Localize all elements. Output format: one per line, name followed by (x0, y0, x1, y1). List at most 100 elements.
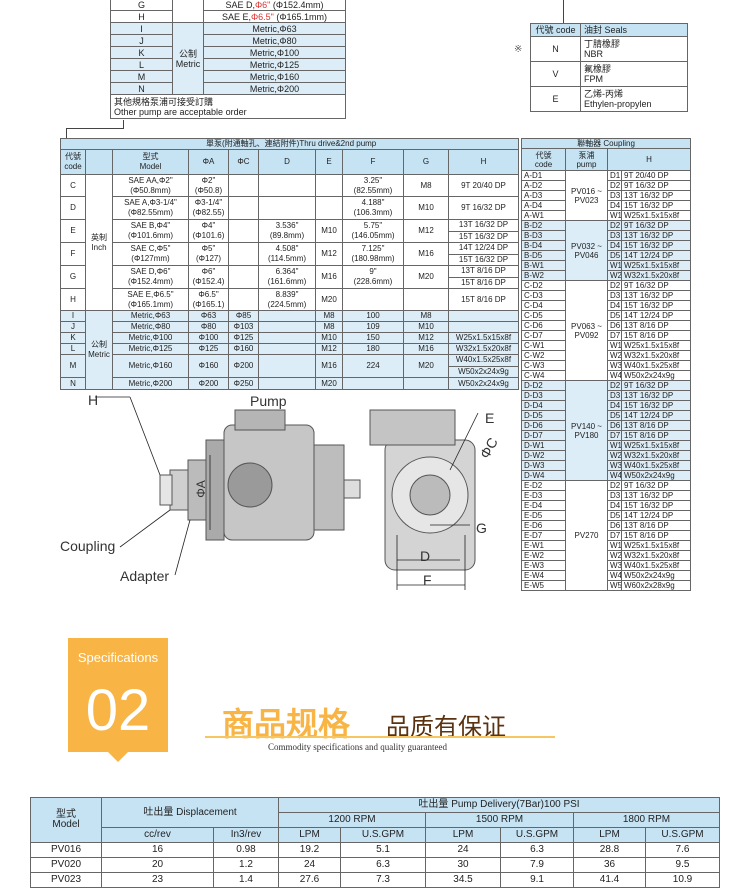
f-cell: 5.75"(146.05mm) (342, 219, 404, 243)
coupling-h-value: 15T 8/16 DP (621, 430, 691, 441)
cell-line: (Φ127) (195, 254, 222, 263)
cell-line: 100 (366, 311, 380, 321)
c-cell: Φ200 (228, 354, 259, 378)
model-cell: Metric,Φ63 (203, 22, 346, 35)
coupling-h-key: D4 (607, 500, 622, 511)
d-cell: 8.839"(224.5mm) (258, 288, 316, 311)
cell-line: (Φ165.1) (192, 299, 225, 309)
pump-side-view (159, 409, 361, 541)
cell-line: 公制 (178, 48, 197, 59)
cell-line: (89.8mm) (269, 231, 305, 240)
pump-dimension-diagram (95, 396, 479, 590)
coupling-h-value: W32x1.5x20x8f (621, 270, 691, 281)
cell-line: PV016 ~ (571, 186, 602, 196)
model-cell: SAE D,Φ6" (Φ152.4mm) (203, 0, 346, 11)
connector-line (66, 128, 67, 138)
unit-header: LPM (278, 827, 342, 843)
cell-line: 4.188" (361, 198, 385, 207)
f-cell: 9"(228.6mm) (342, 265, 404, 289)
coupling-code: B-W2 (521, 270, 566, 281)
cell-line: 7.125" (361, 244, 385, 253)
value-cell: 1.4 (212, 872, 280, 888)
seal-name-en: FPM (584, 74, 603, 84)
coupling-code: E-W2 (521, 550, 566, 561)
model-text: SAE E, (221, 11, 251, 22)
e-cell: M12 (315, 343, 343, 355)
coupling-h-value: W40x1.5x25x8f (621, 560, 691, 571)
coupling-h-key: D2 (607, 280, 622, 291)
section-title-orange: 商品规格 (222, 706, 351, 742)
coupling-h-key: D3 (607, 230, 622, 241)
coupling-code: C-W4 (521, 370, 566, 381)
coupling-code: D-W1 (521, 440, 566, 451)
seals-header-seals: 油封 Seals (580, 23, 688, 37)
f-cell: 109 (342, 321, 404, 333)
cell-line: Φ125 (233, 333, 254, 343)
coupling-h-value: 15T 16/32 DP (621, 240, 691, 251)
cell-line: (Φ82.55mm) (127, 208, 174, 217)
cell-line: Φ160 (233, 344, 254, 354)
model-cell: Metric,Φ125 (112, 343, 189, 355)
cell-line: 3.536" (275, 221, 299, 230)
cell-line: Φ5" (201, 244, 216, 253)
coupling-h-value: W60x2x28x9g (621, 580, 691, 591)
seal-marker: ※ (514, 44, 523, 55)
cell-line: 9" (369, 267, 377, 276)
cell-line: PV063 ~ (571, 321, 602, 331)
cell-line: Φ3-1/4" (194, 198, 223, 207)
h-value: W50x2x24x9g (449, 365, 518, 377)
a-cell: Φ63 (188, 310, 229, 322)
model-cell: PV016 (30, 842, 102, 858)
code-cell: C (60, 174, 86, 197)
coupling-h-key: D7 (607, 530, 622, 541)
coupling-h-value: 9T 16/32 DP (621, 480, 691, 491)
model-cell: Metric,Φ125 (203, 58, 346, 71)
cell-line: Metric (175, 58, 201, 69)
coupling-h-key: W2 (607, 450, 622, 461)
cell-line: Φ125 (198, 344, 219, 354)
model-cell: SAE C,Φ5"(Φ127mm) (112, 242, 189, 266)
unit-header: In3/rev (212, 827, 280, 843)
value-cell: 16 (101, 842, 214, 858)
model-cell: Metric,Φ100 (112, 332, 189, 344)
cell-line: M8 (420, 311, 432, 321)
coupling-h-key: W1 (607, 440, 622, 451)
coupling-pump: PV016 ~PV023 (565, 170, 608, 221)
header-displacement: 吐出量 Displacement (100, 797, 280, 828)
model-cell: Metric,Φ63 (112, 310, 189, 322)
coupling-code: E-D4 (521, 500, 566, 511)
cell-line: M12 (321, 344, 337, 354)
coupling-h-key: D4 (607, 240, 622, 251)
coupling-header-h: H (607, 148, 691, 171)
coupling-code: D-D5 (521, 410, 566, 421)
coupling-code: E-W1 (521, 540, 566, 551)
e-cell: M12 (315, 242, 343, 266)
coupling-h-key: D2 (607, 380, 622, 391)
value-cell: 28.8 (573, 842, 647, 858)
section-subtitle: Commodity specifications and quality gua… (268, 742, 447, 752)
header-c: ΦC (228, 149, 259, 175)
h-value: 13T 16/32 DP (458, 220, 509, 230)
seal-name-en: Ethylen-propylen (584, 99, 652, 109)
cell-line: Φ160 (198, 361, 219, 370)
cell-line: M20 (418, 361, 434, 370)
a-cell: Φ125 (188, 343, 229, 355)
cell-line: PV032 ~ (571, 241, 602, 251)
code-cell: K (60, 332, 86, 344)
model-cell: Metric,Φ160 (112, 354, 189, 378)
seal-name-en: NBR (584, 49, 604, 59)
cell-line: SAE B,Φ4" (130, 221, 171, 230)
